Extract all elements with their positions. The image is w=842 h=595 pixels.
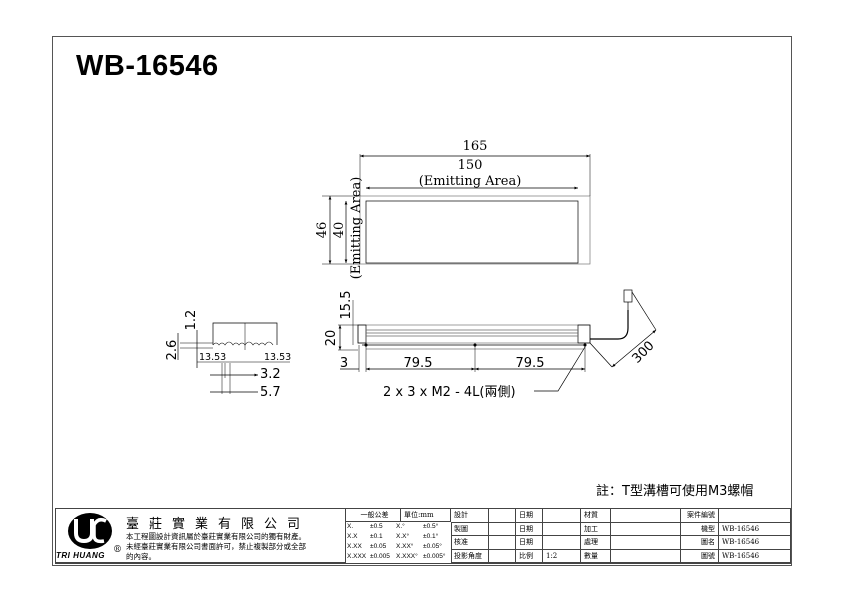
tol-angle-value: ±0.1°	[423, 533, 439, 540]
dim-15-5: 15.5	[339, 291, 354, 320]
dim-13-53-left: 13.53	[199, 352, 226, 363]
dim-13-53-right: 13.53	[264, 352, 291, 363]
title-field-v1	[489, 522, 516, 536]
title-field-v1	[489, 536, 516, 550]
dim-1-2: 1.2	[184, 310, 199, 331]
title-field-v4: WB-16546	[719, 549, 791, 563]
tol-value: ±0.005	[370, 553, 390, 560]
dim-79-5-right: 79.5	[516, 356, 545, 371]
tol-angle-value: ±0.5°	[423, 523, 439, 530]
title-field-v2	[543, 536, 581, 550]
dim-5-7: 5.7	[260, 385, 281, 400]
title-field-v2: 1:2	[543, 549, 581, 563]
tol-angle-label: X.XX°	[396, 543, 414, 550]
title-field-l4: 機型	[681, 522, 719, 536]
dim-150: 150	[458, 158, 483, 173]
dim-300: 300	[629, 338, 657, 366]
title-field-l2: 日期	[516, 509, 543, 523]
title-field-l3: 數量	[581, 549, 611, 563]
title-field-l4: 案件編號	[681, 509, 719, 523]
copyright-line-3: 的內容。	[126, 552, 156, 561]
tol-angle-label: X.XXX°	[396, 553, 418, 560]
tol-label: X.	[347, 523, 354, 530]
title-field-v3	[611, 536, 681, 550]
title-field-v3	[611, 549, 681, 563]
title-field-v4: WB-16546	[719, 522, 791, 536]
tolerance-header: 一般公差	[346, 509, 401, 522]
title-block: TRI HUANG ® 臺莊實業有限公司 本工程圖設計資訊屬於臺莊實業有限公司的…	[55, 508, 791, 564]
end-view: 2.6 1.2 13.53 13.53 3.2 5.7	[165, 310, 291, 400]
title-field-l1: 設計	[451, 509, 489, 523]
title-field-v1	[489, 549, 516, 563]
title-field-l3: 處理	[581, 536, 611, 550]
title-field-l1: 核准	[451, 536, 489, 550]
title-field-v1	[489, 509, 516, 523]
dim-165: 165	[463, 139, 488, 154]
copyright-line-1: 本工程圖設計資訊屬於臺莊實業有限公司的獨有財產。	[126, 532, 306, 541]
tol-angle-value: ±0.005°	[423, 553, 446, 560]
dim-3-2: 3.2	[260, 367, 281, 382]
title-field-l3: 材質	[581, 509, 611, 523]
title-field-l1: 製圖	[451, 522, 489, 536]
title-field-v3	[611, 509, 681, 523]
title-field-v2	[543, 522, 581, 536]
tol-angle-value: ±0.05°	[423, 543, 442, 550]
title-field-l3: 加工	[581, 522, 611, 536]
tol-label: X.XX	[347, 543, 362, 550]
tol-value: ±0.1	[370, 533, 383, 540]
title-field-l4: 圖名	[681, 536, 719, 550]
top-view: 165 150 (Emitting Area) 46 40 (Emitting …	[315, 139, 591, 280]
emitting-area-label: (Emitting Area)	[419, 174, 522, 189]
tol-value: ±0.5	[370, 523, 383, 530]
drawing-title: WB-16546	[76, 50, 219, 82]
title-field-v3	[611, 522, 681, 536]
sheet-border	[52, 36, 792, 566]
company-cell: TRI HUANG ® 臺莊實業有限公司 本工程圖設計資訊屬於臺莊實業有限公司的…	[56, 509, 346, 563]
tol-label: X.X	[347, 533, 358, 540]
hole-callout: 2 x 3 x M2 - 4L(兩側)	[383, 385, 516, 400]
title-field-l4: 圖號	[681, 549, 719, 563]
title-field-l2: 比例	[516, 549, 543, 563]
tol-angle-label: X.X°	[396, 533, 410, 540]
dim-20: 20	[324, 330, 339, 347]
drawing-note: 註：T型溝槽可使用M3螺帽	[596, 484, 754, 499]
dim-3: 3	[340, 356, 348, 371]
company-logo	[68, 513, 112, 549]
dim-2-6: 2.6	[165, 340, 180, 361]
tol-label: X.XXX	[347, 553, 367, 560]
copyright-line-2: 未經臺莊實業有限公司書面許可，禁止複製部分或全部	[126, 542, 306, 551]
title-field-v4: WB-16546	[719, 536, 791, 550]
dim-46: 46	[315, 222, 330, 239]
title-field-l1: 投影角度	[451, 549, 489, 563]
tol-value: ±0.05	[370, 543, 387, 550]
title-field-v4	[719, 509, 791, 523]
dim-40: 40	[332, 222, 347, 239]
side-view: 300 20 15.5 3 79.5 79.5 2 x 3 x M2 - 4L(…	[324, 289, 658, 400]
company-name: 臺莊實業有限公司	[126, 517, 311, 532]
title-field-v2	[543, 509, 581, 523]
title-field-l2: 日期	[516, 522, 543, 536]
registered-icon: ®	[113, 545, 122, 555]
title-field-l2: 日期	[516, 536, 543, 550]
logo-text: TRI HUANG	[56, 551, 105, 560]
dim-79-5-left: 79.5	[404, 356, 433, 371]
unit-header: 單位:mm	[401, 509, 451, 522]
tol-angle-label: X.°	[396, 523, 405, 530]
emitting-area-label-vertical: (Emitting Area)	[349, 177, 364, 280]
